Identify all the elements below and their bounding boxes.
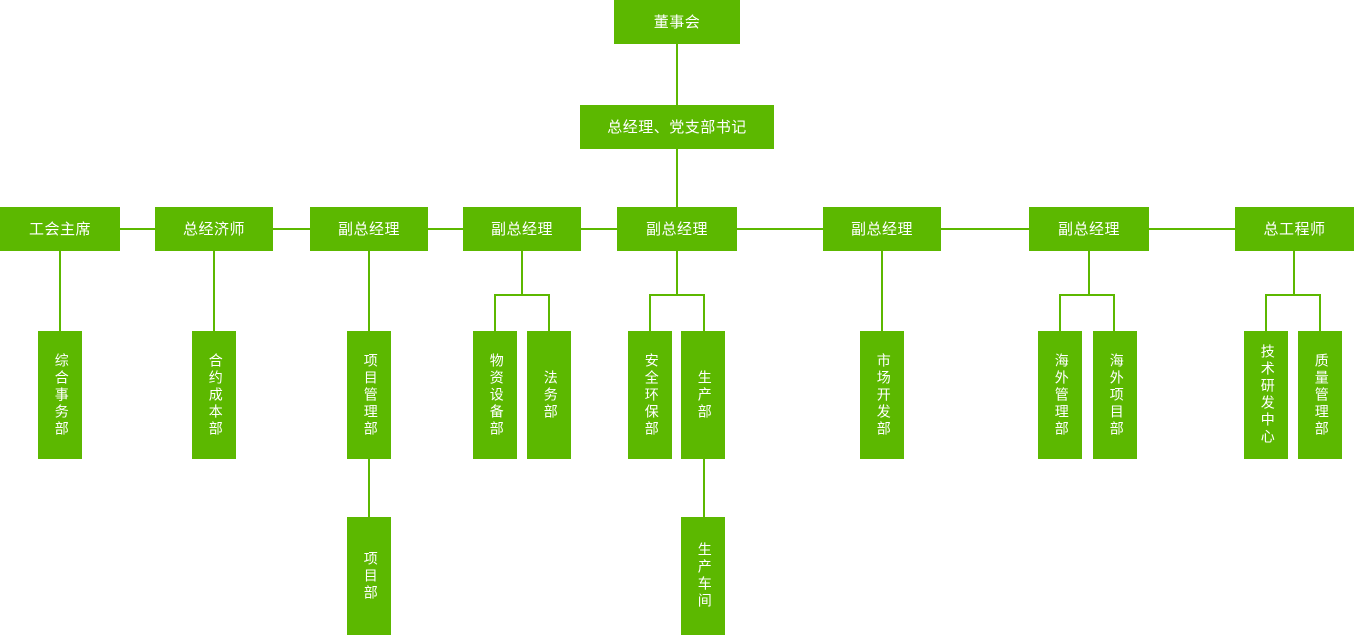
node-deputy-general-manager-3[interactable]: 副总经理 (617, 207, 737, 251)
node-deputy-general-manager-2[interactable]: 副总经理 (463, 207, 581, 251)
node-production-dept[interactable]: 生产部 (681, 331, 725, 459)
connector-dgm2-crossbar (494, 294, 550, 296)
node-union-chair[interactable]: 工会主席 (0, 207, 120, 251)
node-general-manager-label: 总经理、党支部书记 (607, 117, 747, 136)
connector-exec-bus-5 (737, 228, 823, 230)
node-market-development-dept-label: 市场开发部 (874, 352, 891, 438)
connector-dgm3-crossbar (649, 294, 705, 296)
node-safety-environment-dept-label: 安全环保部 (642, 352, 659, 438)
node-contract-cost-dept[interactable]: 合约成本部 (192, 331, 236, 459)
node-safety-environment-dept[interactable]: 安全环保部 (628, 331, 672, 459)
connector-dgm5-to-overseas-project (1113, 294, 1115, 331)
node-market-development-dept[interactable]: 市场开发部 (860, 331, 904, 459)
node-deputy-general-manager-5-label: 副总经理 (1057, 219, 1120, 238)
node-deputy-general-manager-3-label: 副总经理 (645, 219, 708, 238)
connector-dgm2-to-materials-equip (494, 294, 496, 331)
node-chief-economist-label: 总经济师 (182, 219, 245, 238)
connector-gm-to-bus (676, 149, 678, 207)
connector-dgm5-crossbar (1059, 294, 1115, 296)
connector-exec-bus-7 (1149, 228, 1235, 230)
node-overseas-management-dept-label: 海外管理部 (1052, 352, 1069, 438)
node-overseas-project-dept[interactable]: 海外项目部 (1093, 331, 1137, 459)
node-project-mgmt-dept[interactable]: 项目管理部 (347, 331, 391, 459)
node-deputy-general-manager-1-label: 副总经理 (337, 219, 400, 238)
node-production-workshop[interactable]: 生产车间 (681, 517, 725, 635)
connector-dgm2-to-legal (548, 294, 550, 331)
connector-board-to-gm (676, 44, 678, 105)
node-legal-dept[interactable]: 法务部 (527, 331, 571, 459)
connector-dgm1-to-project-mgmt (368, 251, 370, 331)
connector-union-chair-to-general-affairs (59, 251, 61, 331)
connector-dgm2-stem (521, 251, 523, 295)
node-general-affairs-dept-label: 综合事务部 (52, 352, 69, 438)
node-overseas-project-dept-label: 海外项目部 (1107, 352, 1124, 438)
connector-dgm5-stem (1088, 251, 1090, 295)
node-deputy-general-manager-1[interactable]: 副总经理 (310, 207, 428, 251)
connector-exec-bus-2 (273, 228, 310, 230)
connector-chief-engineer-to-tech-rd (1265, 294, 1267, 331)
node-chief-engineer-label: 总工程师 (1263, 219, 1326, 238)
node-general-manager[interactable]: 总经理、党支部书记 (580, 105, 774, 149)
node-project-unit-label: 项目部 (361, 550, 378, 602)
node-production-workshop-label: 生产车间 (695, 542, 712, 610)
connector-production-to-production-shop (703, 459, 705, 517)
connector-exec-bus-6 (941, 228, 1029, 230)
connector-dgm5-to-overseas-mgmt (1059, 294, 1061, 331)
node-project-mgmt-dept-label: 项目管理部 (361, 352, 378, 438)
node-quality-management-dept-label: 质量管理部 (1312, 352, 1329, 438)
node-contract-cost-dept-label: 合约成本部 (206, 352, 223, 438)
node-quality-management-dept[interactable]: 质量管理部 (1298, 331, 1342, 459)
connector-chief-engineer-crossbar (1265, 294, 1321, 296)
connector-exec-bus-3 (428, 228, 463, 230)
connector-dgm3-to-production (703, 294, 705, 331)
node-deputy-general-manager-5[interactable]: 副总经理 (1029, 207, 1149, 251)
connector-chief-economist-to-contract-cost (213, 251, 215, 331)
connector-chief-engineer-stem (1293, 251, 1295, 295)
connector-dgm4-to-market-dev (881, 251, 883, 331)
node-overseas-management-dept[interactable]: 海外管理部 (1038, 331, 1082, 459)
node-general-affairs-dept[interactable]: 综合事务部 (38, 331, 82, 459)
node-board-label: 董事会 (653, 12, 701, 31)
connector-exec-bus-4 (581, 228, 617, 230)
node-chief-engineer[interactable]: 总工程师 (1235, 207, 1354, 251)
node-chief-economist[interactable]: 总经济师 (155, 207, 273, 251)
node-deputy-general-manager-4-label: 副总经理 (850, 219, 913, 238)
connector-project-mgmt-to-project-dept (368, 459, 370, 517)
node-production-dept-label: 生产部 (695, 369, 712, 421)
node-tech-rd-center-label: 技术研发中心 (1258, 344, 1275, 446)
connector-dgm3-stem (676, 251, 678, 295)
node-legal-dept-label: 法务部 (541, 369, 558, 421)
node-deputy-general-manager-4[interactable]: 副总经理 (823, 207, 941, 251)
node-deputy-general-manager-2-label: 副总经理 (490, 219, 553, 238)
node-project-unit[interactable]: 项目部 (347, 517, 391, 635)
node-materials-equipment-dept-label: 物资设备部 (487, 352, 504, 438)
connector-dgm3-to-safety-env (649, 294, 651, 331)
node-tech-rd-center[interactable]: 技术研发中心 (1244, 331, 1288, 459)
node-materials-equipment-dept[interactable]: 物资设备部 (473, 331, 517, 459)
connector-chief-engineer-to-quality-mgmt (1319, 294, 1321, 331)
node-union-chair-label: 工会主席 (28, 219, 91, 238)
node-board[interactable]: 董事会 (614, 0, 740, 44)
connector-exec-bus-1 (120, 228, 155, 230)
